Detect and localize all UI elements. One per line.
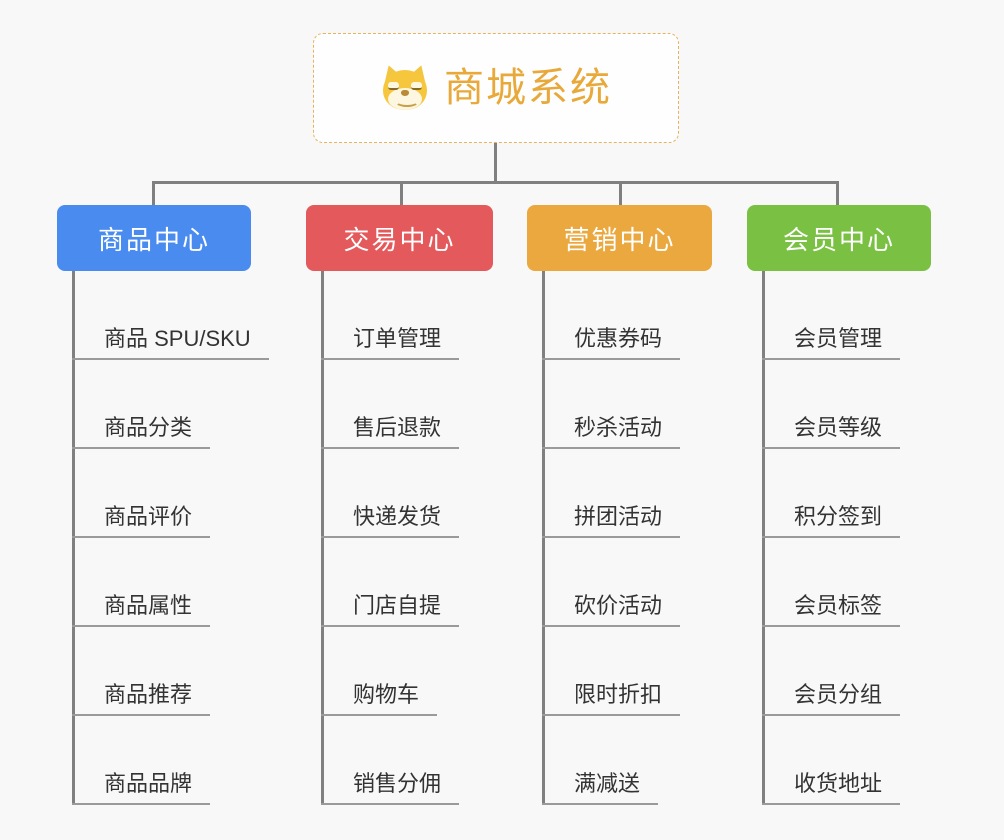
leaf-label: 秒杀活动 — [542, 415, 681, 449]
category-header-trade-center[interactable]: 交易中心 — [306, 205, 493, 271]
branch-marketing-center: 营销中心 优惠券码 秒杀活动 拼团活动 砍价活动 限时折扣 满减送 — [527, 205, 713, 805]
leaf-label: 会员分组 — [762, 682, 901, 716]
leaf-label: 会员等级 — [762, 415, 901, 449]
leaf-label: 订单管理 — [321, 326, 460, 360]
spine-line — [762, 271, 765, 805]
list-item[interactable]: 会员分组 — [747, 627, 932, 716]
leaf-label: 商品属性 — [72, 593, 211, 627]
leaf-list-trade-center: 订单管理 售后退款 快递发货 门店自提 购物车 销售分佣 — [306, 271, 494, 805]
root-title: 商城系统 — [444, 66, 612, 110]
list-item[interactable]: 销售分佣 — [306, 716, 494, 805]
branch-member-center: 会员中心 会员管理 会员等级 积分签到 会员标签 会员分组 收货地址 — [747, 205, 932, 805]
list-item[interactable]: 会员等级 — [747, 360, 932, 449]
list-item[interactable]: 砍价活动 — [527, 538, 713, 627]
leaf-label: 快递发货 — [321, 504, 460, 538]
leaf-label: 商品分类 — [72, 415, 211, 449]
root-node[interactable]: 商城系统 — [313, 33, 679, 143]
leaf-label: 商品 SPU/SKU — [72, 326, 269, 360]
leaf-label: 商品品牌 — [72, 771, 211, 805]
spine-line — [72, 271, 75, 805]
shiba-dog-face-icon — [380, 62, 430, 112]
connector-horizontal-bus — [152, 181, 838, 184]
leaf-label: 收货地址 — [762, 771, 901, 805]
leaf-label: 满减送 — [542, 771, 659, 805]
branch-product-center: 商品中心 商品 SPU/SKU 商品分类 商品评价 商品属性 商品推荐 商品品牌 — [57, 205, 269, 805]
list-item[interactable]: 秒杀活动 — [527, 360, 713, 449]
list-item[interactable]: 满减送 — [527, 716, 713, 805]
list-item[interactable]: 购物车 — [306, 627, 494, 716]
connector-drop-2 — [400, 181, 403, 207]
leaf-list-product-center: 商品 SPU/SKU 商品分类 商品评价 商品属性 商品推荐 商品品牌 — [57, 271, 269, 805]
list-item[interactable]: 商品评价 — [57, 449, 253, 538]
spine-line — [321, 271, 324, 805]
leaf-label: 销售分佣 — [321, 771, 460, 805]
category-header-product-center[interactable]: 商品中心 — [57, 205, 251, 271]
list-item[interactable]: 限时折扣 — [527, 627, 713, 716]
category-label: 会员中心 — [782, 224, 895, 255]
connector-drop-4 — [836, 181, 839, 207]
list-item[interactable]: 拼团活动 — [527, 449, 713, 538]
leaf-label: 优惠券码 — [542, 326, 681, 360]
leaf-list-marketing-center: 优惠券码 秒杀活动 拼团活动 砍价活动 限时折扣 满减送 — [527, 271, 713, 805]
list-item[interactable]: 收货地址 — [747, 716, 932, 805]
leaf-label: 拼团活动 — [542, 504, 681, 538]
leaf-label: 售后退款 — [321, 415, 460, 449]
connector-root-stem — [494, 143, 497, 183]
list-item[interactable]: 优惠券码 — [527, 271, 713, 360]
leaf-label: 门店自提 — [321, 593, 460, 627]
category-label: 商品中心 — [97, 224, 210, 255]
list-item[interactable]: 会员管理 — [747, 271, 932, 360]
leaf-label: 购物车 — [321, 682, 438, 716]
list-item[interactable]: 商品属性 — [57, 538, 253, 627]
branch-trade-center: 交易中心 订单管理 售后退款 快递发货 门店自提 购物车 销售分佣 — [306, 205, 494, 805]
leaf-list-member-center: 会员管理 会员等级 积分签到 会员标签 会员分组 收货地址 — [747, 271, 932, 805]
leaf-label: 积分签到 — [762, 504, 901, 538]
list-item[interactable]: 商品推荐 — [57, 627, 253, 716]
connector-drop-1 — [152, 181, 155, 207]
spine-line — [542, 271, 545, 805]
list-item[interactable]: 快递发货 — [306, 449, 494, 538]
list-item[interactable]: 商品品牌 — [57, 716, 253, 805]
list-item[interactable]: 商品分类 — [57, 360, 253, 449]
leaf-label: 限时折扣 — [542, 682, 681, 716]
leaf-label: 商品推荐 — [72, 682, 211, 716]
list-item[interactable]: 商品 SPU/SKU — [57, 271, 269, 360]
leaf-label: 商品评价 — [72, 504, 211, 538]
list-item[interactable]: 订单管理 — [306, 271, 494, 360]
category-header-marketing-center[interactable]: 营销中心 — [527, 205, 712, 271]
category-label: 交易中心 — [343, 224, 456, 255]
leaf-label: 会员标签 — [762, 593, 901, 627]
leaf-label: 砍价活动 — [542, 593, 681, 627]
list-item[interactable]: 会员标签 — [747, 538, 932, 627]
category-label: 营销中心 — [563, 224, 676, 255]
connector-drop-3 — [619, 181, 622, 207]
leaf-label: 会员管理 — [762, 326, 901, 360]
list-item[interactable]: 门店自提 — [306, 538, 494, 627]
category-header-member-center[interactable]: 会员中心 — [747, 205, 931, 271]
list-item[interactable]: 售后退款 — [306, 360, 494, 449]
list-item[interactable]: 积分签到 — [747, 449, 932, 538]
